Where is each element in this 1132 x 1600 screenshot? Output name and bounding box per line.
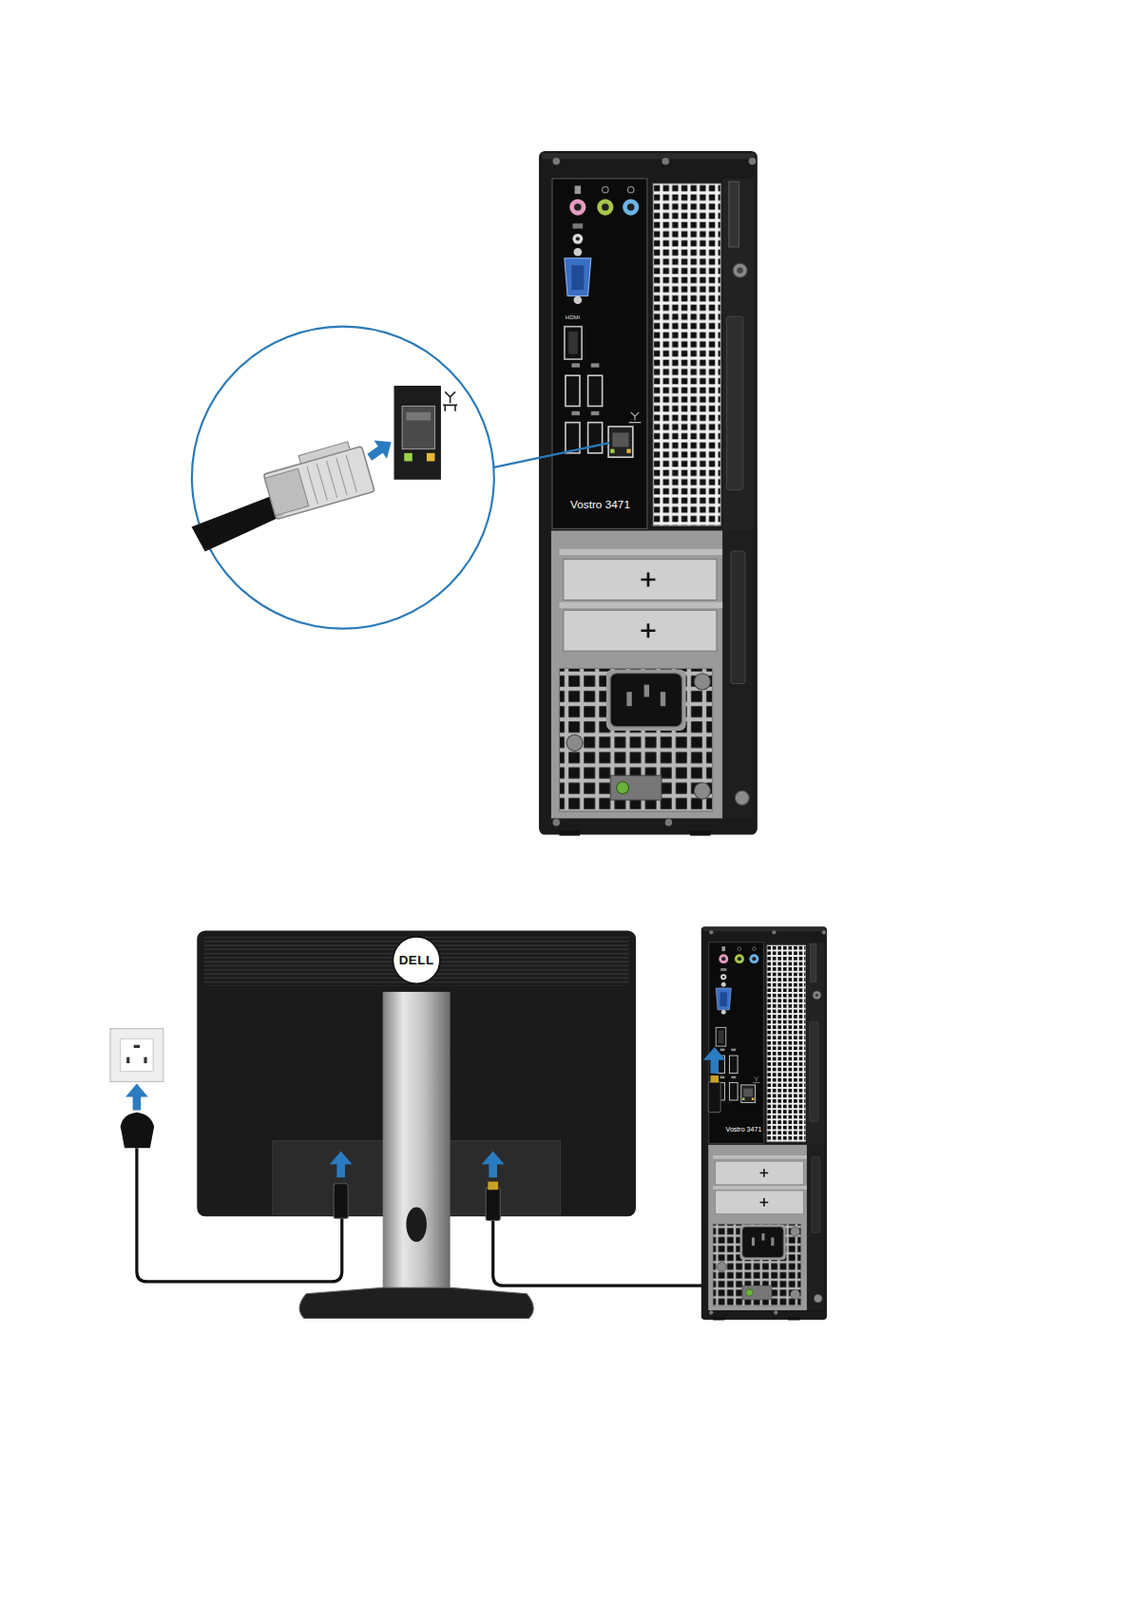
vent-grille (652, 183, 721, 526)
desktop-tower-small (701, 926, 827, 1321)
callout-circle (191, 326, 495, 630)
monitor-stand (383, 992, 451, 1292)
desktop-tower (538, 151, 758, 837)
audio-jacks (569, 185, 639, 244)
port-closeup (394, 385, 442, 480)
rear-plate (551, 530, 723, 819)
leader-line (494, 442, 610, 468)
hdmi-port (564, 326, 582, 360)
usb-ports (565, 363, 603, 454)
wall-outlet (110, 1029, 164, 1083)
io-panel (552, 178, 648, 529)
side-strip (722, 178, 753, 532)
model-name: Vostro 3471 (726, 1127, 763, 1134)
port-label: HDMI (565, 314, 580, 321)
power-socket (606, 670, 687, 731)
psu-grille (559, 668, 713, 811)
ethernet-callout (180, 326, 610, 630)
rj45-plug (180, 438, 378, 554)
ethernet-port (608, 412, 641, 458)
monitor-back (196, 930, 636, 1319)
dell-logo (392, 937, 440, 984)
power-plug (120, 1112, 154, 1150)
brand-logo: DELL (399, 954, 435, 967)
expansion-slots (559, 549, 724, 652)
power-cable (136, 1148, 343, 1283)
network-icon (442, 391, 458, 411)
chassis (538, 151, 758, 836)
model-name: Vostro 3471 (570, 499, 631, 512)
hdmi-cable (493, 1112, 715, 1287)
vga-port (564, 248, 592, 305)
